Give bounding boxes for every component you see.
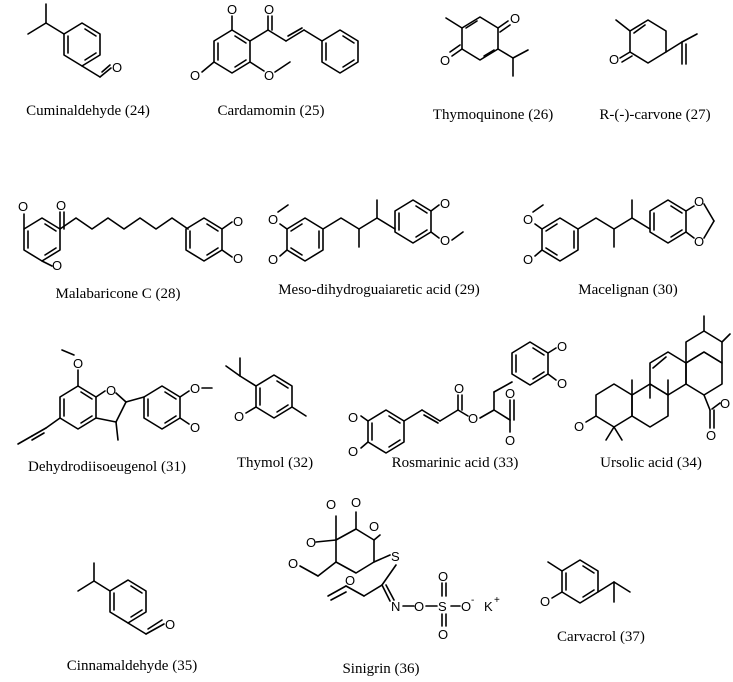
atom-o: O [264,68,274,83]
structure-meso-dihydroguaiaretic-acid: O O O O [268,196,464,267]
structure-malabaricone-c: O O O O O [18,198,243,273]
atom-o: O [505,433,515,448]
atom-o: O [227,2,237,17]
structure-cardamomin: O O O O [190,2,359,83]
atom-o: O [694,194,704,209]
atom-o: O [557,376,567,391]
atom-o: O [56,198,66,213]
caption-dehydrodiisoeugenol: Dehydrodiisoeugenol (31) [28,459,186,475]
atom-o: O [351,495,361,510]
atom-o: O [369,519,379,534]
atom-o: O [505,386,515,401]
atom-o: O [540,594,550,609]
atom-o: O [190,68,200,83]
atom-o: O [233,251,243,266]
structure-cuminaldehyde: O [27,3,122,78]
structure-sinigrin: O O O O O O S N O S O O O - K + [288,495,500,642]
caption-cinnamaldehyde: Cinnamaldehyde (35) [66,658,198,674]
charge-plus: + [494,595,500,606]
atom-o: O [234,409,244,424]
atom-k: K [484,599,493,614]
atom-o: O [440,196,450,211]
atom-o: O [523,252,533,267]
atom-o: O [574,419,584,434]
structure-carvacrol: O [540,559,631,609]
structure-rosmarinic-acid: O O O O O O O O [348,339,567,459]
atom-o: O [609,52,619,67]
atom-o: O [348,444,358,459]
atom-o: O [52,258,62,273]
atom-o: O [18,199,28,214]
caption-sinigrin: Sinigrin (36) [342,661,420,677]
atom-o: O [557,339,567,354]
caption-carvone: R-(-)-carvone (27) [599,107,711,123]
structure-dehydrodiisoeugenol: O O O O [17,349,213,445]
atom-o: O [694,234,704,249]
atom-o: O [345,573,355,588]
atom-o: O [438,569,448,584]
caption-cuminaldehyde: Cuminaldehyde (24) [26,103,150,119]
structure-ursolic-acid: O O O [574,315,731,443]
structure-carvone: O [609,19,698,67]
atom-s: S [391,549,400,564]
caption-ursolic-acid: Ursolic acid (34) [600,455,702,471]
atom-o: O [523,212,533,227]
atom-o: O [268,212,278,227]
atom-n: N [391,599,400,614]
atom-o: O [706,428,716,443]
caption-meso-dihydroguaiaretic-acid: Meso-dihydroguaiaretic acid (29) [278,282,480,298]
atom-o: O [106,383,116,398]
atom-s: S [438,599,447,614]
atom-o: O [720,396,730,411]
charge-minus: - [471,595,474,606]
atom-o: O [264,2,274,17]
atom-o: O [112,60,122,75]
structure-macelignan: O O O O [523,194,715,267]
atom-o: O [288,556,298,571]
atom-o: O [190,420,200,435]
atom-o: O [510,11,520,26]
atom-o: O [233,214,243,229]
atom-o: O [440,53,450,68]
atom-o: O [268,252,278,267]
caption-cardamomin: Cardamomin (25) [217,103,325,119]
atom-o: O [438,627,448,642]
structure-cinnamaldehyde: O [77,562,175,635]
structure-thymol: O [225,357,307,424]
caption-rosmarinic-acid: Rosmarinic acid (33) [391,455,519,471]
caption-thymoquinone: Thymoquinone (26) [432,107,554,123]
caption-macelignan: Macelignan (30) [578,282,678,298]
atom-o: O [348,410,358,425]
caption-thymol: Thymol (32) [236,455,314,471]
atom-o: O [190,381,200,396]
atom-o: O [461,599,471,614]
caption-malabaricone-c: Malabaricone C (28) [55,286,181,302]
atom-o: O [468,411,478,426]
caption-carvacrol: Carvacrol (37) [557,629,645,645]
atom-o: O [414,599,424,614]
atom-o: O [440,233,450,248]
atom-o: O [73,356,83,371]
atom-o: O [454,381,464,396]
atom-o: O [165,617,175,632]
atom-o: O [326,497,336,512]
structure-thymoquinone: O O [440,11,529,77]
atom-o: O [306,535,316,550]
